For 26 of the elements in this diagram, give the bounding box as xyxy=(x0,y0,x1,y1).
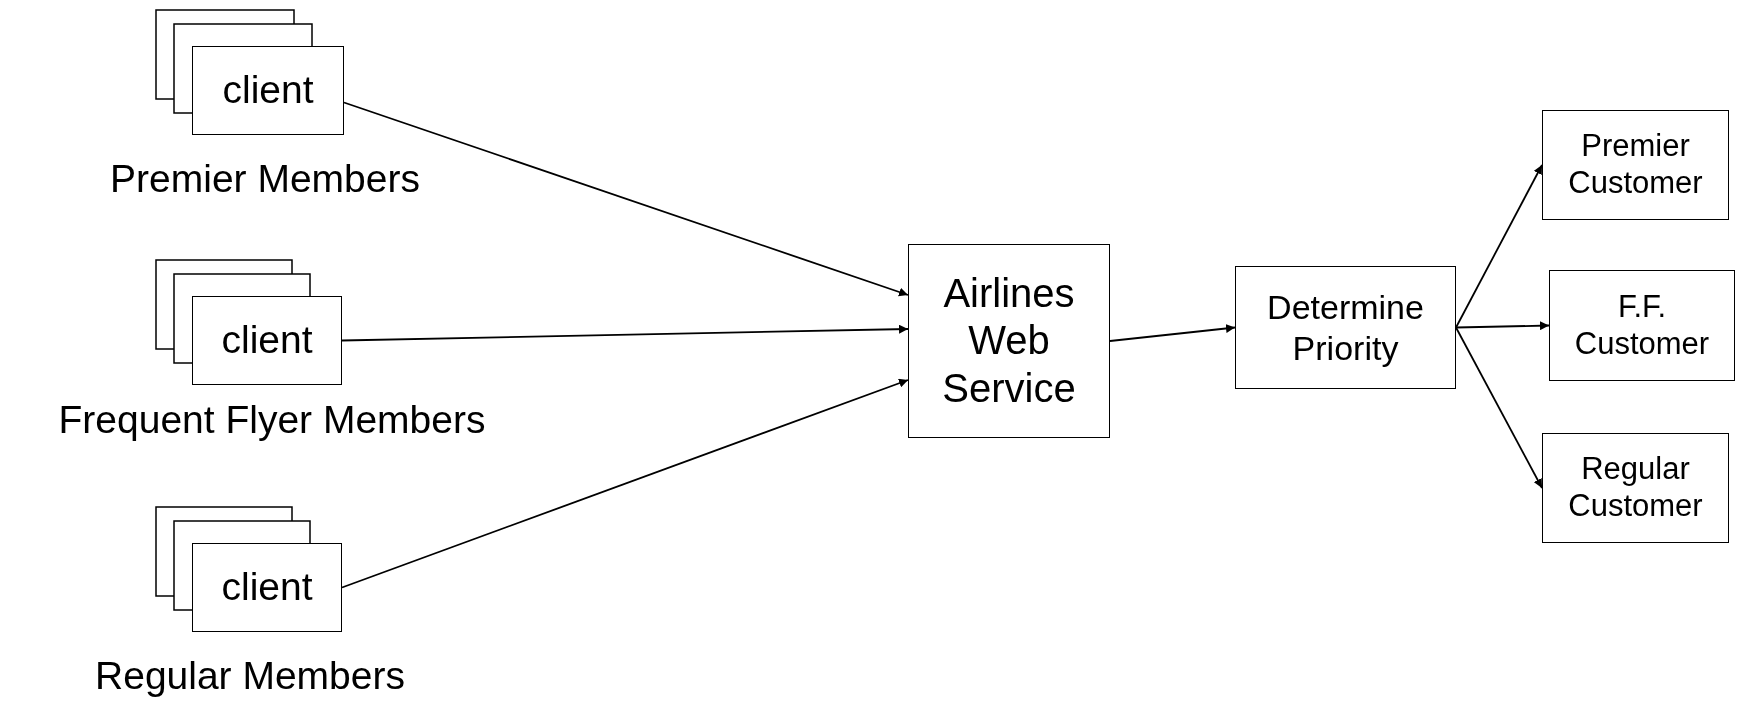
process-box xyxy=(1542,110,1729,220)
process-box xyxy=(908,244,1110,438)
box-label: Premier Customer xyxy=(1567,128,1704,202)
client-card xyxy=(192,296,342,385)
group-label: Premier Members xyxy=(110,157,420,201)
group-label: Frequent Flyer Members xyxy=(58,398,486,442)
arrow xyxy=(341,324,909,342)
box-label: client xyxy=(222,67,314,114)
arrow xyxy=(1455,326,1543,489)
arrow xyxy=(1109,324,1236,342)
box-label: F.F. Customer xyxy=(1573,288,1711,363)
box-label: client xyxy=(221,317,313,364)
box-label: Regular Customer xyxy=(1567,451,1704,525)
arrow xyxy=(1455,164,1543,329)
group-label: Regular Members xyxy=(95,654,405,698)
box-label: Determine Priority xyxy=(1266,287,1425,368)
client-card xyxy=(192,543,342,632)
arrow xyxy=(1455,321,1550,331)
process-box xyxy=(1549,270,1735,381)
arrow xyxy=(343,101,909,297)
process-box xyxy=(1542,433,1729,543)
box-label: Airlines Web Service xyxy=(941,270,1077,412)
arrow xyxy=(341,378,909,589)
process-box xyxy=(1235,266,1456,389)
box-label: client xyxy=(221,564,313,611)
client-card xyxy=(192,46,344,135)
